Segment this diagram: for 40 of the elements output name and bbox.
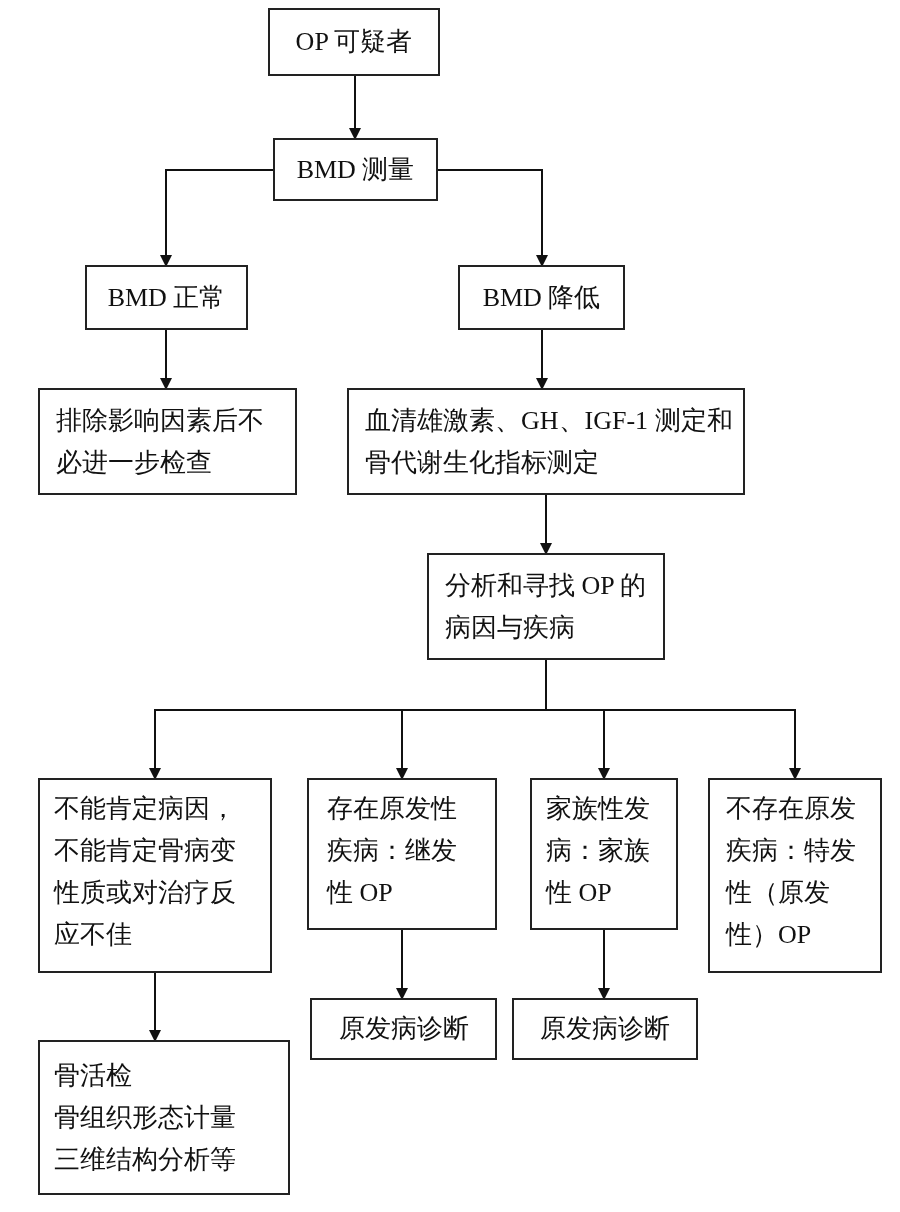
process-box — [307, 778, 497, 930]
box-text: 血清雄激素、GH、IGF-1 测定和骨代谢生化指标测定 — [365, 404, 734, 479]
process-box — [38, 388, 297, 495]
box-text: 不能肯定病因，不能肯定骨病变性质或对治疗反应不佳 — [54, 793, 237, 951]
box-text: BMD 正常 — [106, 281, 227, 314]
process-box — [268, 8, 440, 76]
process-box — [427, 553, 665, 660]
arrow — [536, 329, 548, 390]
arrow — [396, 929, 408, 1000]
box-text: OP 可疑者 — [294, 26, 414, 58]
process-box — [38, 778, 272, 973]
arrow — [349, 75, 361, 140]
box-text: 存在原发性疾病：继发性 OP — [327, 793, 458, 909]
process-box — [273, 138, 438, 201]
process-box — [347, 388, 745, 495]
process-box — [38, 1040, 290, 1195]
process-box — [530, 778, 678, 930]
arrow — [160, 329, 172, 390]
box-text: 家族性发病：家族性 OP — [546, 793, 651, 909]
box-text: 三维结构分析等 — [54, 1143, 237, 1176]
box-text: 排除影响因素后不必进一步检查 — [56, 404, 265, 479]
box-text: BMD 降低 — [481, 281, 602, 314]
arrow — [437, 169, 548, 267]
arrow — [540, 494, 552, 555]
box-text: 原发病诊断 — [337, 1013, 470, 1045]
box-text: 骨组织形态计量 — [54, 1101, 237, 1134]
process-box — [310, 998, 497, 1060]
process-box — [85, 265, 248, 330]
arrow — [160, 169, 274, 267]
arrow — [149, 972, 161, 1042]
box-text: 骨活检 — [54, 1059, 133, 1092]
process-box — [458, 265, 625, 330]
box-text: 分析和寻找 OP 的病因与疾病 — [445, 569, 648, 644]
arrow — [598, 929, 610, 1000]
process-box — [708, 778, 882, 973]
box-text: 原发病诊断 — [539, 1013, 671, 1045]
arrow — [545, 659, 801, 780]
process-box — [512, 998, 698, 1060]
box-text: BMD 测量 — [295, 153, 416, 186]
box-text: 不存在原发疾病：特发性（原发性）OP — [726, 793, 857, 951]
